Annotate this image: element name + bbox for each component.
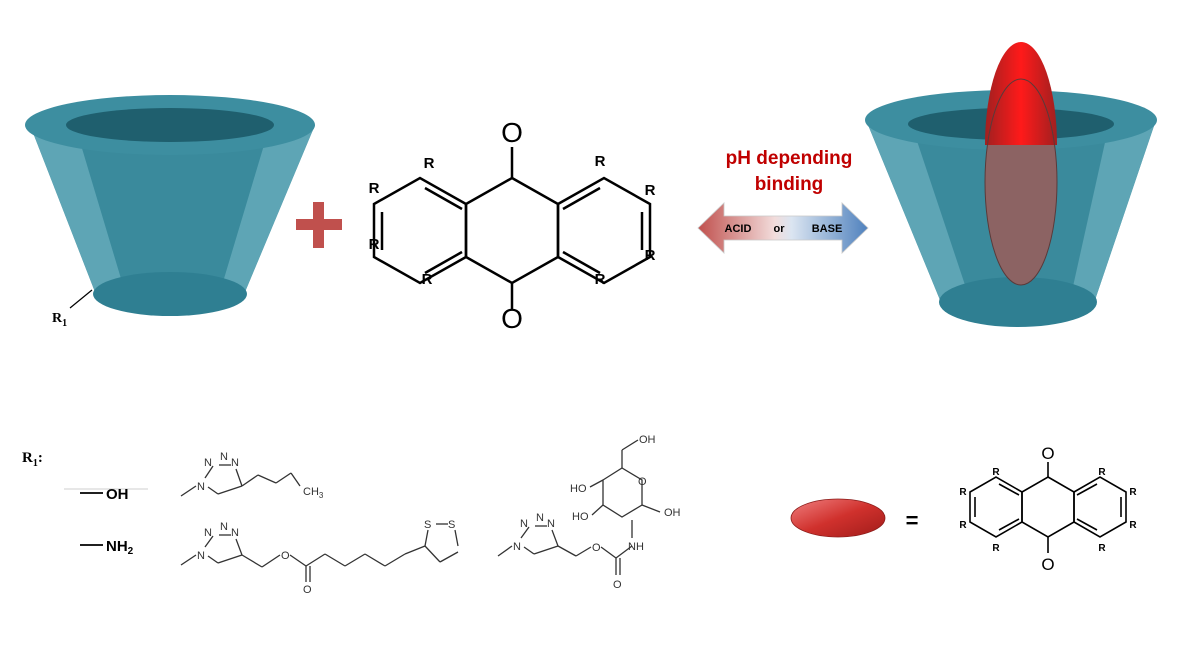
guest-ellipse-symbol (790, 498, 886, 538)
svg-text:N: N (231, 527, 239, 539)
host-guest-complex (865, 42, 1157, 327)
oxygen-top: O (501, 117, 523, 148)
plus-icon (296, 202, 342, 248)
svg-text:O: O (638, 476, 647, 488)
svg-text:N: N (231, 457, 239, 469)
svg-text:R: R (992, 543, 1000, 554)
svg-text:O: O (281, 550, 290, 562)
svg-text:R: R (595, 271, 606, 288)
svg-text:N: N (547, 518, 555, 530)
svg-text:R: R (1098, 543, 1106, 554)
nh2-substituent: NH2 (106, 538, 134, 557)
svg-text:N: N (520, 518, 528, 530)
svg-text:NH: NH (628, 541, 644, 553)
ph-title-line2: binding (755, 174, 824, 195)
ph-title-line1: pH depending (726, 148, 853, 169)
svg-text:O: O (1041, 555, 1054, 574)
svg-text:N: N (204, 527, 212, 539)
svg-text:O: O (592, 542, 601, 554)
equals-sign: = (906, 508, 919, 533)
oxygen-bottom: O (501, 303, 523, 334)
svg-text:S: S (424, 519, 431, 531)
svg-text:OH: OH (664, 507, 681, 519)
triazole-lipoate (180, 523, 459, 582)
svg-text:N: N (204, 457, 212, 469)
legend: = O O R R R R R R R R (790, 444, 1137, 574)
substituent-section: R1: OH NH2 N N N N CH3 (22, 434, 681, 596)
or-label: or (774, 223, 786, 235)
svg-text:N: N (197, 550, 205, 562)
svg-text:R: R (959, 487, 967, 498)
svg-text:N: N (536, 512, 544, 524)
svg-text:O: O (303, 584, 312, 596)
svg-text:N: N (197, 481, 205, 493)
r1-heading: R1: (22, 450, 43, 469)
svg-text:N: N (513, 541, 521, 553)
svg-text:R: R (369, 180, 380, 197)
guest-molecule (984, 42, 1058, 286)
base-label: BASE (812, 223, 843, 235)
svg-text:HO: HO (570, 483, 587, 495)
svg-text:HO: HO (572, 511, 589, 523)
svg-text:S: S (448, 519, 455, 531)
svg-text:OH: OH (639, 434, 656, 446)
oh-substituent: OH (106, 486, 129, 503)
svg-text:O: O (613, 579, 622, 591)
anthraquinone-structure (372, 147, 652, 309)
acid-label: ACID (725, 223, 752, 235)
svg-text:CH3: CH3 (303, 486, 324, 500)
svg-text:N: N (220, 451, 228, 463)
anthraquinone-labels: O O R R R R R R R R (369, 117, 656, 334)
svg-text:R: R (1098, 467, 1106, 478)
ph-binding-arrow: pH depending binding ACID or BASE (697, 148, 869, 254)
svg-text:R: R (959, 520, 967, 531)
svg-text:N: N (220, 521, 228, 533)
svg-text:R: R (1129, 520, 1137, 531)
triazole-propyl (180, 464, 301, 497)
svg-text:R: R (422, 271, 433, 288)
svg-text:R: R (645, 182, 656, 199)
svg-text:R: R (424, 155, 435, 172)
host-r1-label: R1 (52, 311, 67, 329)
svg-text:R: R (595, 153, 606, 170)
svg-text:R: R (992, 467, 1000, 478)
svg-text:R: R (645, 247, 656, 264)
host-cyclodextrin-left: R1 (25, 95, 315, 329)
svg-text:O: O (1041, 444, 1054, 463)
svg-text:R: R (369, 236, 380, 253)
anthraquinone-small (969, 462, 1127, 553)
svg-text:R: R (1129, 487, 1137, 498)
triazole-glucosamine (497, 439, 661, 575)
